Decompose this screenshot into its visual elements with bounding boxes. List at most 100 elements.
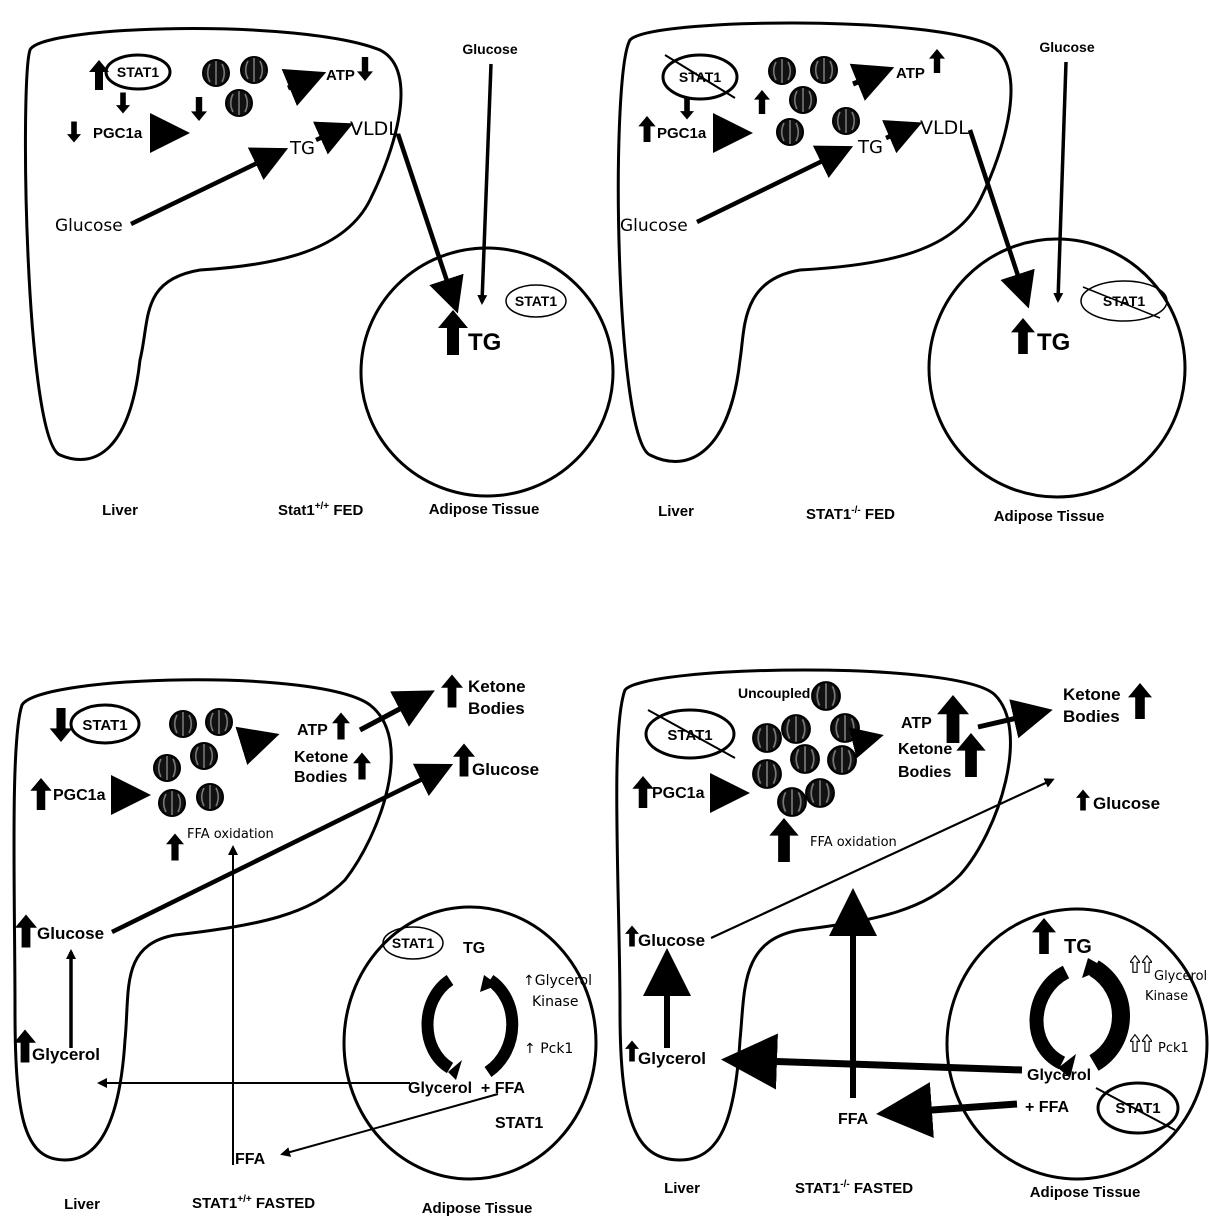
down-arrow-icon [357,57,373,81]
up-arrow-icon [332,713,350,740]
up-arrow-icon [769,818,798,862]
down-arrow-icon [116,93,130,114]
up-arrow-icon [1128,683,1152,719]
down-arrow-icon [191,97,207,121]
up-arrow-icon [438,310,468,355]
pgc1a-label: PGC1a [93,125,143,142]
up-arrow-icon [625,1041,639,1062]
mitochondrion-icon [828,746,856,774]
adipose-stat1-label: STAT1 [392,935,434,951]
caption-liver: Liver [102,502,138,519]
liver-glycerol-label: Glycerol [638,1049,706,1068]
mitochondrion-icon [812,682,840,710]
arrow [244,737,270,745]
down-arrow-icon [680,99,694,120]
up-arrow-icon [441,675,463,708]
mitochondrion-icon [753,760,781,788]
mitochondrion-icon [769,58,795,84]
ffa-oxidation-label: FFA oxidation [187,827,274,842]
liver-glucose-label: Glucose [620,216,688,236]
caption-adipose: Adipose Tissue [1030,1184,1141,1201]
vldl-label: VLDL [920,117,969,139]
panel-fed-wildtype: STAT1 PGC1a ATP Glucose TG VLDL Glucose … [25,29,613,519]
arrow [283,1094,498,1154]
liver-glycerol-label: Glycerol [32,1045,100,1064]
up-arrow-icon [754,90,770,114]
down-arrow-icon [67,122,81,143]
mitochondrion-icon [777,119,803,145]
arrow [890,1104,1017,1113]
mitochondrion-icon [154,755,180,781]
up-arrow-icon [929,49,945,73]
panel-fasted-wildtype: STAT1 PGC1a FFA oxidation ATP Ketone Bod… [14,675,596,1218]
caption-liver: Liver [664,1180,700,1197]
ffa-label: FFA [838,1111,869,1128]
pgc1a-label: PGC1a [657,125,707,142]
mitochondrion-icon [831,714,859,742]
mitochondrion-icon [206,709,232,735]
panel-fasted-knockout: STAT1 PGC1a Uncoupled FFA oxidation ATP … [617,670,1207,1201]
pck1-label: Pck1 [1158,1041,1189,1056]
atp-label: ATP [901,715,932,732]
atp-label: ATP [326,67,355,84]
outside-ketone-label: Ketone [1063,685,1121,704]
arrow [482,64,491,302]
tg-label: TG [289,138,315,159]
ffa-oxidation-label: FFA oxidation [810,835,897,850]
arrow [398,134,455,305]
caption-liver: Liver [64,1196,100,1213]
caption-condition: STAT1-/- FED [806,505,895,523]
kinase-label: Kinase [532,994,578,1010]
mitochondrion-icon [790,87,816,113]
adipose-tg-label: TG [1037,329,1070,356]
arrow [711,780,1052,938]
up-arrow-icon [625,926,639,947]
plus-ffa-label: + FFA [1025,1099,1069,1116]
cycle-arrow [488,980,512,1072]
adipose-tg-label: TG [468,329,501,356]
mitochondrion-icon [833,108,859,134]
strike-through [1083,287,1160,318]
caption-liver: Liver [658,503,694,520]
adipose-tg-label: TG [463,940,485,957]
mitochondrion-icon [778,788,806,816]
hollow-up-arrow-icon [1130,956,1140,973]
stat1-text: STAT1 [495,1115,543,1132]
up-arrow-icon [15,915,37,948]
arrow [288,76,317,88]
arrow [735,1060,1022,1070]
up-arrow-icon [937,695,969,743]
arrow [1058,62,1066,300]
stat1-label: STAT1 [82,717,127,734]
pgc1a-label: PGC1a [53,787,106,804]
down-arrow-icon [50,708,73,742]
ketone-label: Ketone [294,749,348,766]
ketone-label: Ketone [898,741,952,758]
caption-condition: STAT1+/+ FASTED [192,1194,315,1212]
up-arrow-icon [166,834,184,861]
liver-glucose-label: Glucose [638,931,705,950]
cycle-arrow [1037,972,1066,1063]
adipose-outline [361,248,613,496]
up-arrow-icon [353,753,371,780]
tg-label: TG [857,137,883,158]
arrow [697,150,845,222]
outside-ketone-label: Ketone [468,677,526,696]
glycerol-kinase-label: ↑Glycerol [523,973,592,989]
mitochondrion-icon [203,60,229,86]
mitochondrion-icon [170,711,196,737]
ffa-label: FFA [235,1151,266,1168]
mitochondrion-icon [782,715,810,743]
arrow [856,737,876,742]
adipose-glycerol-label: Glycerol [1027,1067,1091,1084]
blood-glucose-label: Glucose [1039,39,1094,55]
glycerol-ffa-label: Glycerol + FFA [408,1080,525,1097]
mitochondrion-icon [791,745,819,773]
liver-outline [618,23,1011,461]
outside-bodies-label: Bodies [1063,707,1120,726]
hollow-up-arrow-icon [1130,1035,1140,1052]
mitochondrion-icon [811,57,837,83]
up-arrow-icon [30,778,51,810]
caption-adipose: Adipose Tissue [994,508,1105,525]
uncoupled-label: Uncoupled [738,685,810,701]
